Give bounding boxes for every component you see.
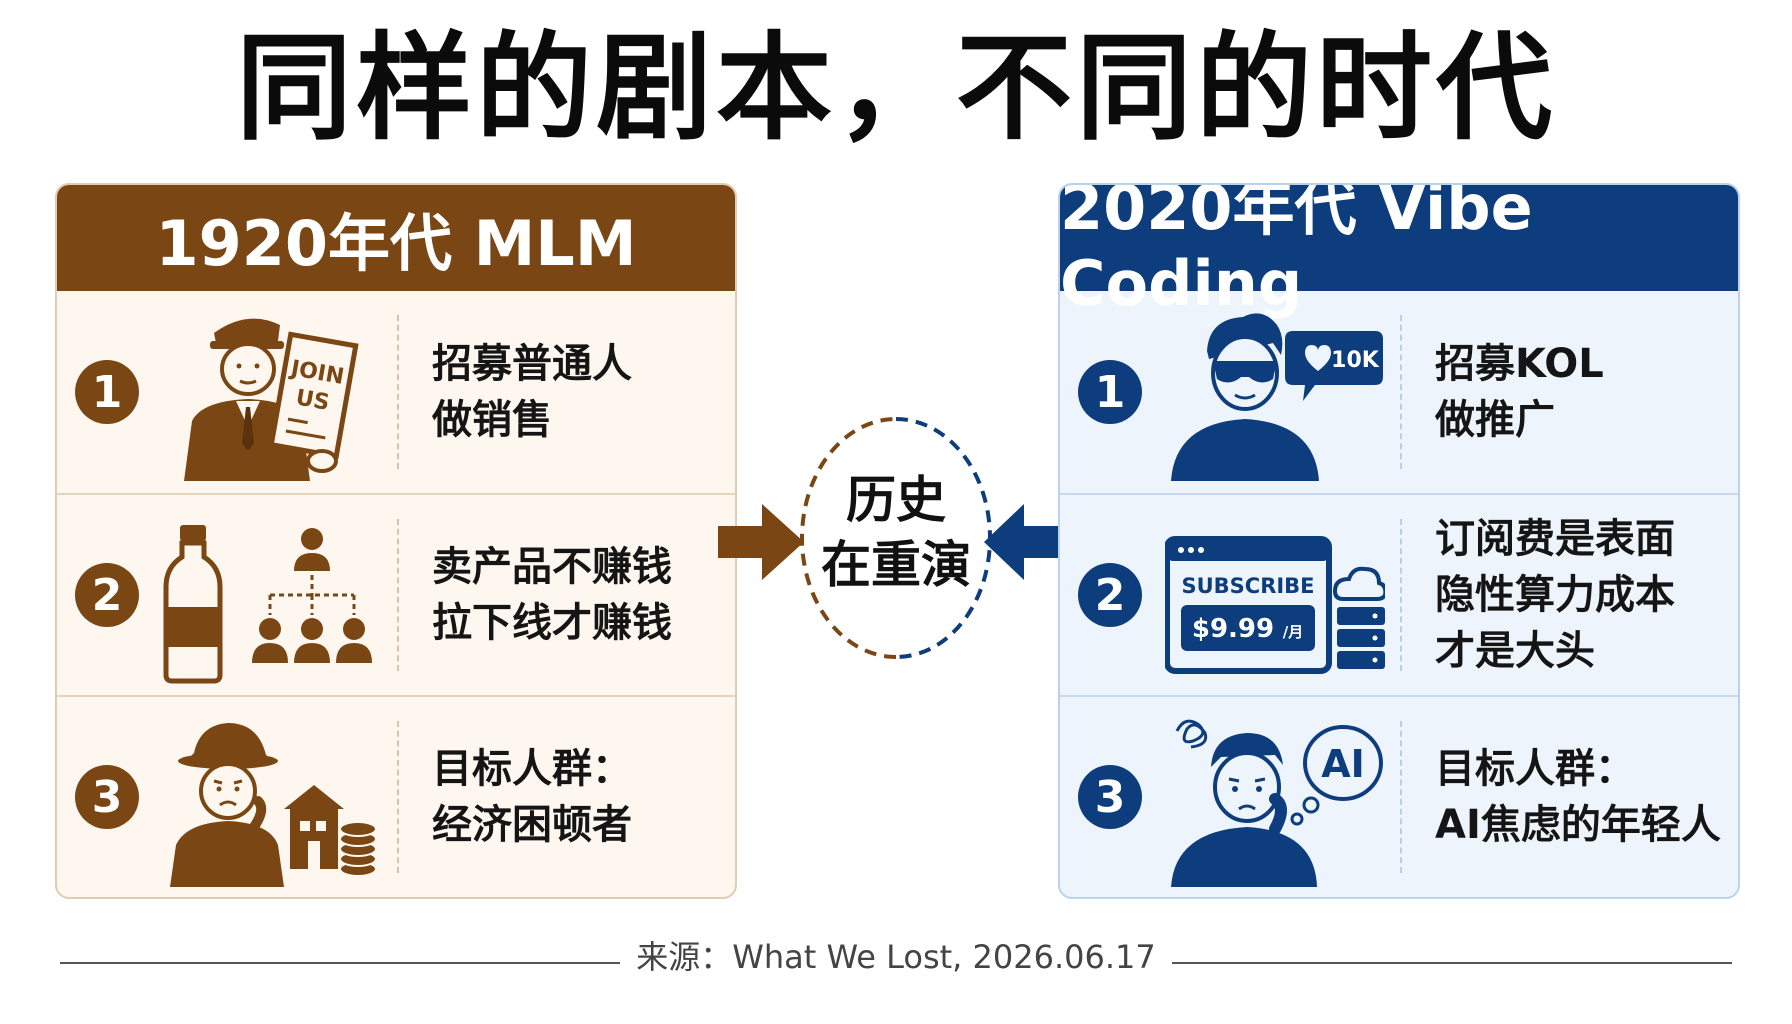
text-line: 卖产品不赚钱 — [432, 544, 672, 590]
left-row-2-text: 卖产品不赚钱 拉下线才赚钱 — [432, 495, 725, 695]
right-row-2: 2 SUBSCRIBE $9.99 /月 订阅费是表面 隐性算力成本 才是大头 — [1060, 493, 1738, 695]
subscribe-text: SUBSCRIBE — [1181, 574, 1314, 598]
left-panel-header: 1920年代 MLM — [57, 185, 735, 291]
left-row-1: 1 JOIN US 招募普通人 做销售 — [57, 291, 735, 493]
row-separator — [397, 519, 399, 671]
worried-man-house-icon — [170, 723, 377, 887]
anxious-youth-ai-thought-icon: AI — [1171, 719, 1383, 887]
text-line: 做推广 — [1435, 397, 1555, 443]
left-row-2: 2 卖产品不赚钱 拉下线才赚钱 — [57, 493, 735, 695]
subscription-server-icon: SUBSCRIBE $9.99 /月 — [1165, 536, 1385, 674]
footer-divider-left — [60, 962, 620, 964]
row-separator — [1400, 721, 1402, 873]
text-line: 拉下线才赚钱 — [432, 600, 672, 646]
right-row-3: 3 AI 目标人群： AI焦虑的年轻人 — [1060, 695, 1738, 897]
right-row-1: 1 10K 招募KOL 做推广 — [1060, 291, 1738, 493]
center-line: 在重演 — [821, 536, 971, 594]
row-separator — [1400, 519, 1402, 671]
row-separator — [397, 315, 399, 469]
influencer-likes-icon: 10K — [1171, 313, 1383, 481]
center-label: 历史 在重演 — [798, 468, 994, 598]
number-badge: 1 — [1078, 360, 1142, 424]
salesman-join-us-icon: JOIN US — [184, 318, 359, 481]
ai-thought-text: AI — [1321, 742, 1365, 786]
text-line: 订阅费是表面 — [1435, 516, 1675, 562]
left-row-3: 3 — [57, 695, 735, 897]
number-badge: 3 — [75, 765, 139, 829]
footer-divider-right — [1172, 962, 1732, 964]
page-title: 同样的剧本，不同的时代 — [236, 21, 1556, 156]
center-line: 历史 — [846, 471, 946, 529]
text-line: 招募KOL — [1435, 341, 1604, 387]
text-line: 才是大头 — [1435, 628, 1595, 674]
sign-text-us: US — [294, 385, 332, 415]
right-row-3-text: 目标人群： AI焦虑的年轻人 — [1435, 697, 1728, 897]
right-panel-2020s: 2020年代 Vibe Coding 1 10K 招募KOL 做推广 2 — [1058, 183, 1740, 899]
text-line: 目标人群： — [1435, 746, 1635, 792]
number-badge: 3 — [1078, 765, 1142, 829]
left-panel-1920s: 1920年代 MLM 1 JOIN US — [55, 183, 737, 899]
source-footer: 来源：What We Lost, 2026.06.17 — [636, 938, 1156, 976]
text-line: 目标人群： — [432, 746, 632, 792]
text-line: 做销售 — [432, 397, 552, 443]
text-line: 隐性算力成本 — [1435, 572, 1675, 618]
right-row-2-text: 订阅费是表面 隐性算力成本 才是大头 — [1435, 495, 1728, 695]
text-line: 招募普通人 — [432, 341, 632, 387]
price-text: $9.99 — [1192, 614, 1274, 644]
row-separator — [1400, 315, 1402, 469]
left-row-1-text: 招募普通人 做销售 — [432, 291, 725, 493]
number-badge: 2 — [1078, 563, 1142, 627]
left-row-3-text: 目标人群： 经济困顿者 — [432, 697, 725, 897]
like-count-text: 10K — [1331, 348, 1380, 373]
number-badge: 2 — [75, 563, 139, 627]
right-row-1-text: 招募KOL 做推广 — [1435, 291, 1728, 493]
text-line: AI焦虑的年轻人 — [1435, 802, 1721, 848]
arrow-left-icon — [984, 504, 1066, 580]
text-line: 经济困顿者 — [432, 802, 632, 848]
price-unit-text: /月 — [1283, 623, 1303, 641]
arrow-right-icon — [718, 504, 804, 580]
bottle-pyramid-icon — [163, 525, 372, 684]
number-badge: 1 — [75, 360, 139, 424]
right-panel-header: 2020年代 Vibe Coding — [1060, 185, 1738, 320]
row-separator — [397, 721, 399, 873]
